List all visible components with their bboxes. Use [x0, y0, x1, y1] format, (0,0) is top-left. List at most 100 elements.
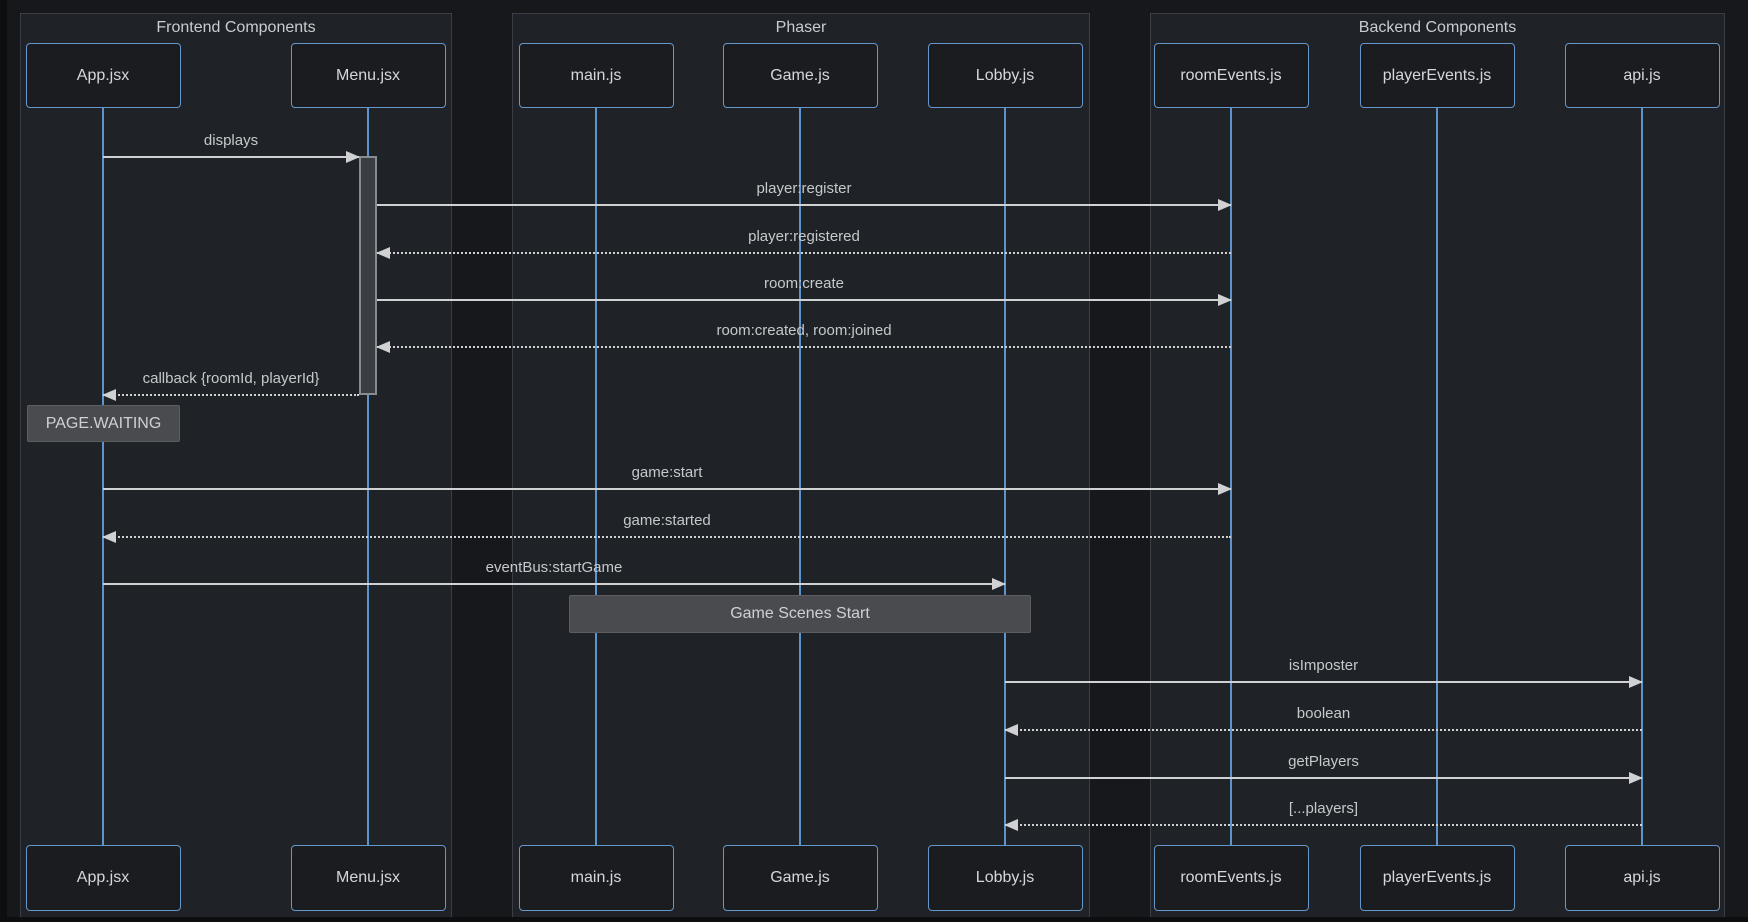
- message-line-dotted: [1005, 729, 1642, 731]
- message-label: eventBus:startGame: [485, 559, 623, 576]
- arrowhead-left-icon: [102, 389, 116, 401]
- actor-bottom-playerevents-js: playerEvents.js: [1359, 845, 1515, 911]
- message-label: getPlayers: [1288, 753, 1359, 770]
- viewport-left-edge: [0, 0, 7, 922]
- message-line-solid: [1005, 777, 1642, 779]
- actor-top-lobby-js: Lobby.js: [927, 43, 1083, 108]
- arrowhead-left-icon: [376, 341, 390, 353]
- message-label: displays: [203, 132, 259, 149]
- message-boolean: boolean: [1004, 701, 1642, 736]
- message-label: room:create: [763, 275, 845, 292]
- actor-top-main-js: main.js: [518, 43, 674, 108]
- actor-bottom-menu-jsx: Menu.jsx: [290, 845, 446, 911]
- actor-label: Game.js: [770, 66, 830, 84]
- actor-top-playerevents-js: playerEvents.js: [1359, 43, 1515, 108]
- message-line-dotted: [103, 536, 1231, 538]
- activation-menu-jsx: [359, 156, 377, 395]
- actor-label: playerEvents.js: [1382, 66, 1492, 84]
- lifeline-lobby-js: [1004, 108, 1006, 845]
- actor-label: playerEvents.js: [1382, 869, 1492, 886]
- group-title: Phaser: [775, 19, 827, 36]
- actor-top-api-js: api.js: [1564, 43, 1720, 108]
- lifeline-main-js: [595, 108, 597, 845]
- lifeline-playerevents-js: [1436, 108, 1438, 845]
- actor-label: Menu.jsx: [335, 869, 401, 886]
- actor-label: Menu.jsx: [335, 66, 401, 84]
- actor-bottom-roomevents-js: roomEvents.js: [1153, 845, 1309, 911]
- viewport-bottom-edge: [0, 917, 1748, 922]
- actor-label: api.js: [1623, 66, 1661, 84]
- arrowhead-left-icon: [1004, 819, 1018, 831]
- group-title: Frontend Components: [156, 19, 316, 36]
- note-label: PAGE.WAITING: [45, 414, 162, 432]
- note-page-waiting: PAGE.WAITING: [27, 405, 180, 442]
- message-room-created-room-joined: room:created, room:joined: [376, 318, 1231, 353]
- actor-top-app-jsx: App.jsx: [25, 43, 181, 108]
- actor-bottom-main-js: main.js: [518, 845, 674, 911]
- arrowhead-right-icon: [1629, 772, 1643, 784]
- group-phaser: Phaser: [512, 13, 1090, 918]
- actor-label: main.js: [570, 66, 622, 84]
- message-callback-roomid-playerid: callback {roomId, playerId}: [102, 366, 359, 401]
- message-line-solid: [103, 488, 1231, 490]
- arrowhead-left-icon: [102, 531, 116, 543]
- arrowhead-right-icon: [346, 151, 360, 163]
- message-label: game:started: [623, 512, 711, 529]
- actor-bottom-game-js: Game.js: [722, 845, 878, 911]
- actor-top-game-js: Game.js: [722, 43, 878, 108]
- arrowhead-left-icon: [376, 247, 390, 259]
- message-player-registered: player:registered: [376, 224, 1231, 259]
- actor-top-menu-jsx: Menu.jsx: [290, 43, 446, 108]
- message-line-solid: [377, 204, 1231, 206]
- actor-bottom-api-js: api.js: [1564, 845, 1720, 911]
- actor-label: main.js: [570, 869, 622, 886]
- message-line-dotted: [103, 394, 359, 396]
- actor-label: App.jsx: [76, 66, 130, 84]
- message-displays: displays: [103, 128, 360, 163]
- message-getplayers: getPlayers: [1005, 749, 1643, 784]
- group-frontend-components: Frontend Components: [20, 13, 452, 918]
- lifeline-game-js: [799, 108, 801, 845]
- message-line-solid: [103, 156, 359, 158]
- arrowhead-right-icon: [1218, 294, 1232, 306]
- message-eventbus-startgame: eventBus:startGame: [103, 555, 1006, 590]
- message-line-solid: [377, 299, 1231, 301]
- lifeline-menu-jsx: [367, 108, 369, 845]
- message-game-start: game:start: [103, 460, 1232, 495]
- arrowhead-right-icon: [1218, 199, 1232, 211]
- actor-top-roomevents-js: roomEvents.js: [1153, 43, 1309, 108]
- arrowhead-left-icon: [1004, 724, 1018, 736]
- message-line-solid: [103, 583, 1005, 585]
- message-line-dotted: [377, 346, 1231, 348]
- actor-label: roomEvents.js: [1180, 66, 1282, 84]
- actor-label: Lobby.js: [975, 869, 1035, 886]
- actor-label: roomEvents.js: [1180, 869, 1282, 886]
- message-label: isImposter: [1288, 657, 1359, 674]
- message-label: player:registered: [748, 228, 860, 245]
- message-label: room:created, room:joined: [716, 322, 892, 339]
- message-label: [...players]: [1288, 800, 1359, 817]
- arrowhead-right-icon: [1218, 483, 1232, 495]
- actor-label: Game.js: [770, 869, 830, 886]
- message-room-create: room:create: [377, 271, 1232, 306]
- arrowhead-right-icon: [992, 578, 1006, 590]
- actor-label: App.jsx: [76, 869, 130, 886]
- message-label: boolean: [1296, 705, 1351, 722]
- message-label: player:register: [756, 180, 852, 197]
- message-player-register: player:register: [377, 176, 1232, 211]
- message-players: [...players]: [1004, 796, 1642, 831]
- actor-bottom-app-jsx: App.jsx: [25, 845, 181, 911]
- lifeline-api-js: [1641, 108, 1643, 845]
- arrowhead-right-icon: [1629, 676, 1643, 688]
- message-line-dotted: [1005, 824, 1642, 826]
- message-game-started: game:started: [102, 508, 1231, 543]
- group-title: Backend Components: [1358, 19, 1517, 36]
- note-label: Game Scenes Start: [730, 605, 870, 622]
- actor-label: Lobby.js: [975, 66, 1035, 84]
- lifeline-app-jsx: [102, 108, 104, 845]
